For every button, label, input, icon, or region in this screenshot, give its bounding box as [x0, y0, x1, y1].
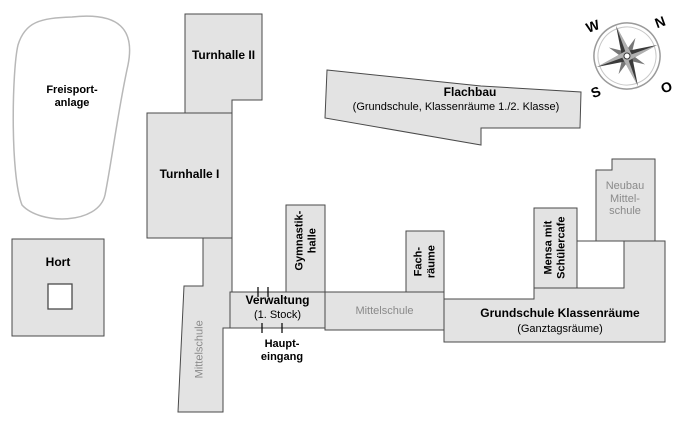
label-neubau: Neubau Mittel- schule	[598, 180, 652, 218]
label-hort: Hort	[45, 255, 71, 269]
label-neubau-line-1: Neubau	[605, 180, 645, 192]
label-freisportanlage: Freisport- anlage	[32, 84, 112, 109]
label-haupteingang: Haupt- eingang	[242, 338, 322, 363]
label-mittelschule-horizontal: Mittelschule	[355, 305, 414, 317]
label-neubau-line-2: Mittel-	[610, 192, 640, 205]
building-verwaltung	[229, 291, 326, 329]
hort-inner-court	[47, 283, 73, 310]
label-freisport-line-2: anlage	[54, 96, 90, 109]
entrance-markers	[257, 287, 283, 333]
inner-courtyard	[576, 240, 625, 289]
label-haupteingang-line-2: eingang	[260, 350, 304, 363]
freisport-field	[12, 15, 131, 220]
label-flachbau-title: Flachbau	[443, 85, 497, 99]
label-freisport-line-1: Freisport-	[46, 84, 98, 96]
label-turnhalle-2: Turnhalle II	[191, 48, 256, 62]
label-gymnastik-line-1: Gymnastik-	[293, 210, 306, 271]
label-neubau-line-3: schule	[609, 205, 641, 218]
label-grundschule-sub: (Ganztagsräume)	[517, 323, 603, 335]
label-fach-line-2: räume	[425, 245, 437, 279]
label-mensa: Mensa mit Schülercafe	[542, 202, 567, 294]
label-fach-line-1: Fach-	[412, 246, 425, 277]
label-flachbau-sub: (Grundschule, Klassenräume 1./2. Klasse)	[352, 101, 560, 113]
building-turnhalle-2	[184, 13, 263, 114]
label-turnhalle-1: Turnhalle I	[159, 167, 220, 181]
building-mittelschule-horizontal	[324, 291, 445, 331]
label-mensa-line-2: Schülercafe	[555, 216, 567, 279]
label-verwaltung-sub: (1. Stock)	[253, 309, 302, 321]
label-grundschule-title: Grundschule Klassenräume	[480, 306, 640, 320]
building-flachbau	[324, 69, 582, 146]
label-gymnastikhalle: Gymnastik- halle	[293, 200, 318, 282]
label-verwaltung: Verwaltung	[245, 293, 310, 307]
label-mensa-line-1: Mensa mit	[542, 220, 555, 275]
building-fachraeume	[405, 230, 445, 296]
label-mittelschule-vertical: Mittelschule	[193, 320, 206, 379]
label-gymnastik-line-2: halle	[306, 228, 318, 254]
compass-rose-icon	[593, 22, 661, 90]
label-haupteingang-line-1: Haupt-	[264, 338, 300, 350]
building-mittelschule-vertical	[177, 237, 233, 413]
label-fachraeume: Fach- räume	[412, 232, 437, 292]
